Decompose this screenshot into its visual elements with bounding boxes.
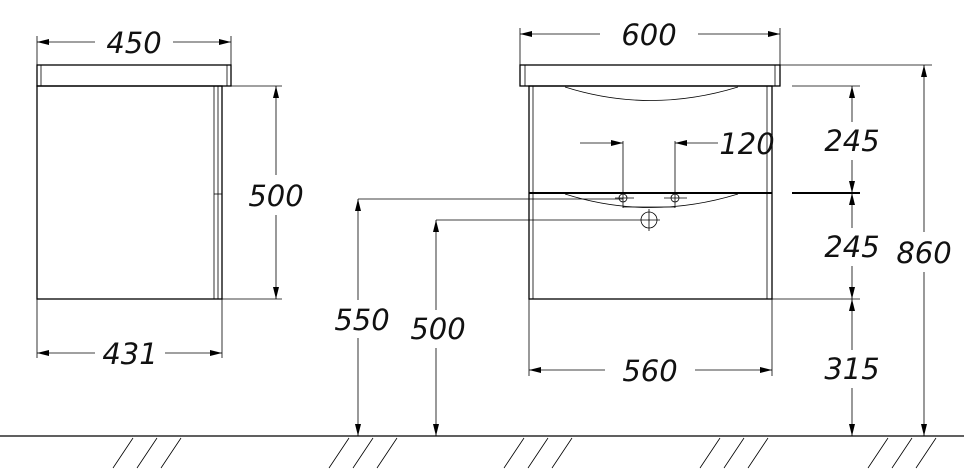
lower-drawer-height-label: 245 xyxy=(824,230,879,264)
tap-hole-right xyxy=(664,193,687,203)
basin-arc-upper xyxy=(564,86,739,101)
total-height-label: 860 xyxy=(896,236,951,270)
side-cabinet xyxy=(36,85,223,300)
tap-hole-left xyxy=(615,193,634,203)
front-view: 120 600 560 245 245 315 860 550 xyxy=(334,18,952,436)
floor xyxy=(0,435,964,469)
side-top-width-label: 450 xyxy=(106,26,161,60)
basin-arc-lower xyxy=(564,193,739,208)
upper-drawer-height-label: 245 xyxy=(824,124,879,158)
side-view: 450 500 431 xyxy=(36,26,304,371)
side-height-label: 500 xyxy=(248,179,303,213)
front-body-width-label: 560 xyxy=(622,354,677,388)
floor-hatching xyxy=(112,437,937,469)
tap-height-label: 550 xyxy=(334,303,389,337)
side-countertop xyxy=(36,64,232,87)
front-top-width-label: 600 xyxy=(621,18,676,52)
tap-spacing-label: 120 xyxy=(719,127,774,161)
floor-clearance-label: 315 xyxy=(824,352,879,386)
drain-hole xyxy=(436,209,660,231)
front-countertop xyxy=(519,64,781,87)
side-depth-label: 431 xyxy=(102,337,157,371)
drain-height-label: 500 xyxy=(410,312,465,346)
